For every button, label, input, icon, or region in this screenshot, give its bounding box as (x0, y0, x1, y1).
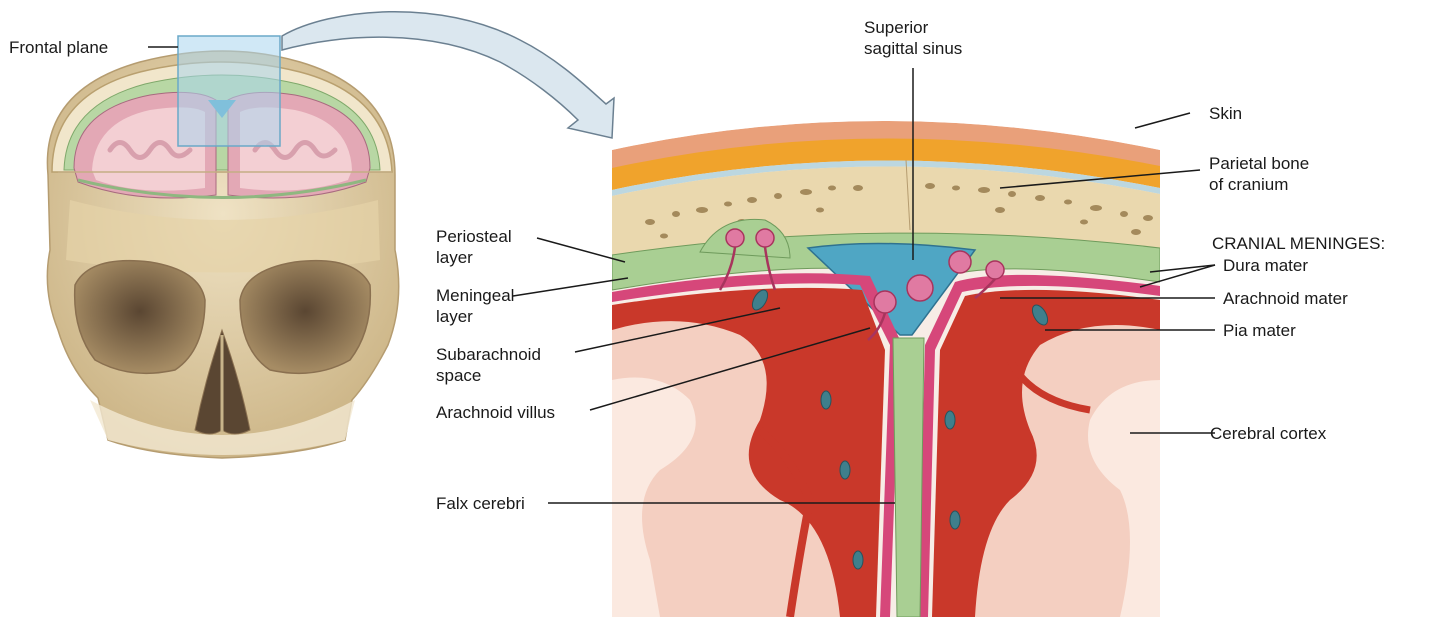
label-cranial-meninges: CRANIAL MENINGES: (1212, 233, 1385, 254)
label-subarachnoid-space-line1: Subarachnoid (436, 344, 541, 365)
label-superior-sagittal-sinus-line1: Superior (864, 17, 962, 38)
label-parietal-bone: Parietal bone of cranium (1209, 153, 1309, 195)
label-periosteal-layer-line1: Periosteal (436, 226, 512, 247)
label-subarachnoid-space-line2: space (436, 365, 541, 386)
left-orbit (75, 261, 205, 374)
label-parietal-bone-line1: Parietal bone (1209, 153, 1309, 174)
label-periosteal-layer-line2: layer (436, 247, 512, 268)
label-superior-sagittal-sinus-line2: sagittal sinus (864, 38, 962, 59)
skull-illustration (47, 36, 398, 458)
label-skin: Skin (1209, 103, 1242, 124)
meninges-detail-panel (612, 76, 1162, 617)
label-parietal-bone-line2: of cranium (1209, 174, 1309, 195)
label-dura-mater: Dura mater (1223, 255, 1308, 276)
frontal-plane-box (178, 36, 280, 146)
label-periosteal-layer: Periosteal layer (436, 226, 512, 268)
label-meningeal-layer-line2: layer (436, 306, 514, 327)
label-subarachnoid-space: Subarachnoid space (436, 344, 541, 386)
label-falx-cerebri: Falx cerebri (436, 493, 525, 514)
label-arachnoid-villus: Arachnoid villus (436, 402, 555, 423)
label-pia-mater: Pia mater (1223, 320, 1296, 341)
label-cerebral-cortex: Cerebral cortex (1210, 423, 1326, 444)
label-frontal-plane: Frontal plane (9, 37, 108, 58)
label-meningeal-layer: Meningeal layer (436, 285, 514, 327)
right-orbit (240, 261, 370, 374)
label-arachnoid-mater: Arachnoid mater (1223, 288, 1348, 309)
falx-cerebri (893, 338, 924, 617)
label-superior-sagittal-sinus: Superior sagittal sinus (864, 17, 962, 59)
label-meningeal-layer-line1: Meningeal (436, 285, 514, 306)
